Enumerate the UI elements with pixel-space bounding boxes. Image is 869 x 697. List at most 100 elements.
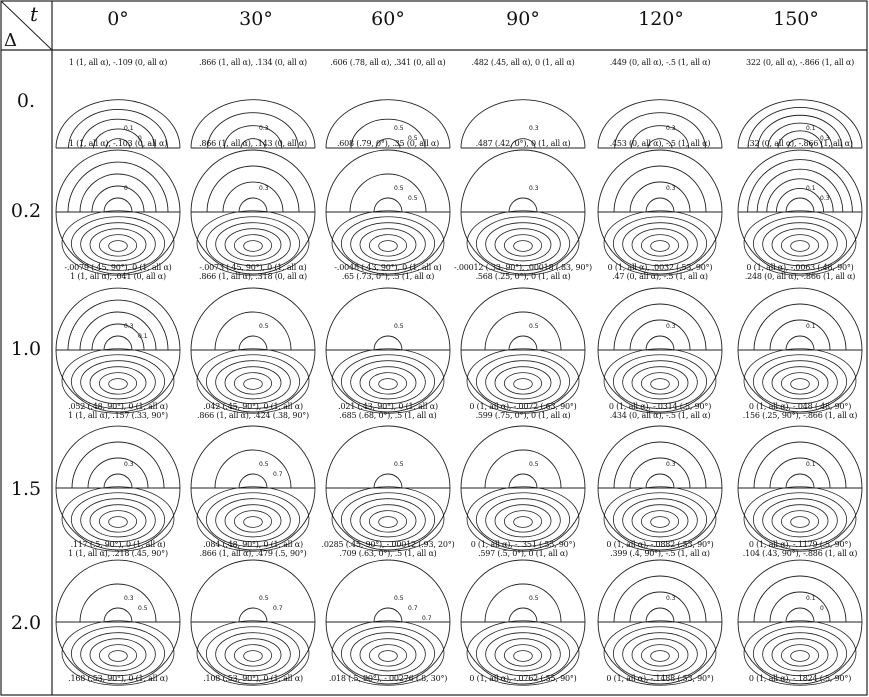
caption-r2-c2-line-1: .65 (.73, 0°), .5 (1, all α) [341,272,435,281]
cell-r3-c1-arc-1 [214,449,292,489]
cell-r3-c5-loop-3 [771,504,829,538]
caption-r5-c1: .108 (.53, 90°), 0 (1, all α) [184,674,322,683]
cell-r1-c3-loop-3 [494,228,552,262]
cell-r1-c1-loop-5 [243,240,263,252]
cell-r1-c0-arc-2 [79,173,157,213]
cell-r1-c5-loop-4 [780,234,820,257]
cell-r3-c0-arc-2 [87,457,149,489]
cell-r4-c4-loop-1 [612,626,708,681]
cell-r1-c5-loop-5 [790,240,810,252]
col-header-60-text: 60° [371,8,405,30]
cell-r3-c0-loop-2 [80,498,156,543]
cell-r4-c2-arc-1 [373,607,403,623]
cell-r1-c0-loop-0 [61,210,175,276]
cell-r2-c1-loop-5 [243,378,263,390]
cell-r4-c4-loop-5 [650,650,670,662]
caption-r0-c4: .449 (0, all α), -.5 (1, all α) [591,58,729,67]
cell-r4-c4-contour-label-0: 0.3 [666,595,676,602]
cell-r1-c3-loop-5 [513,240,533,252]
cell-r3-c5-loop-5 [790,516,810,528]
cell-r4-c2-loop-3 [359,638,417,672]
row-header-0-2: 0.2 [0,200,52,222]
cell-r3-c3-arc-2 [508,473,538,489]
cell-r2-c1-loop-3 [224,366,282,400]
cell-r2-c2-loop-0 [331,348,445,414]
caption-r4-c0-line-1: 1 (1, all α), .218 (.45, 90°) [68,549,168,558]
caption-r4-c1-line-0: .084 (.48, 90°), 0 (1, all α) [203,540,303,549]
cell-r1-c5-loop-0 [743,210,857,276]
cell-r0-c4-arc-1 [614,112,706,149]
cell-r4-c1-contour-label-0: 0.5 [259,595,269,602]
row-header-0-2-text: 0.2 [10,200,42,222]
cell-r3-c4-loop-0 [603,486,717,552]
cell-r3-c1-contour-label-1: 0.7 [273,471,283,478]
caption-r2-c4-line-0: 0 (1, all α), .0032 (.53, 90°) [607,263,713,272]
caption-r1-c0: 1 (1, all α), -.103 (0, all α) [49,139,187,148]
cell-r2-c3-loop-3 [494,366,552,400]
cell-r0-c0-arc-0 [55,99,181,149]
cell-r1-c1-arc-3 [238,197,268,213]
cell-r2-c0-contour-label-0: 0.3 [124,323,134,330]
cell-r1-c5-arc-0 [737,149,863,213]
caption-r1-c2: .608 (.79, 0°), .35 (0, all α) [319,139,457,148]
cell-r2-c2-loop-4 [368,372,408,395]
caption-r1-c0-line-0: 1 (1, all α), -.103 (0, all α) [68,139,168,148]
col-header-30: 30° [198,8,314,30]
cell-r0-c5-arc-4 [777,130,823,149]
cell-r3-c5-contour-label-0: 0.1 [806,461,816,468]
cell-r1-c2-loop-0 [331,210,445,276]
caption-r3-c2-line-0: .021 (.43, 90°), 0 (1, all α) [338,402,438,411]
cell-r4-c5-loop-3 [771,638,829,672]
cell-r4-c5-arc-0 [737,559,863,623]
cell-r3-c4-loop-4 [640,510,680,533]
caption-r3-c1-line-0: .042 (.45, 90°), 0 (1, all α) [203,402,303,411]
col-header-60: 60° [330,8,446,30]
cell-r3-c2-loop-5 [378,516,398,528]
cell-r4-c2-contour-label-0: 0.5 [394,595,404,602]
cell-r2-c1-loop-1 [205,354,301,409]
cell-r2-c2-loop-5 [378,378,398,390]
cell-r1-c3-arc-1 [508,197,538,213]
cell-r0-c5-arc-2 [757,114,843,149]
cell-r4-c1-arc-0 [190,559,316,623]
cell-r1-c5-arc-4 [775,188,825,213]
caption-r5-c2-line-0: .018 (.5, 90°), -.00276 (.8, 30°) [328,674,448,683]
cell-r3-c3-arc-0 [460,425,586,489]
cell-r3-c1-arc-2 [238,473,268,489]
cell-r3-c4-loop-1 [612,492,708,547]
caption-r3-c2-line-1: .685 (.68, 0°), .5 (1, all α) [339,411,437,420]
col-header-30-text: 30° [239,8,273,30]
cell-r3-c1-contour-label-0: 0.5 [259,461,269,468]
corner-delta-label: Δ [4,30,17,51]
caption-r0-c2: .606 (.78, all α), .341 (0, all α) [319,58,457,67]
cell-r2-c2-loop-1 [340,354,436,409]
col-header-90-text: 90° [506,8,540,30]
cell-r3-c4-contour-label-0: 0.3 [666,461,676,468]
cell-r2-c4-loop-1 [612,354,708,409]
cell-r3-c2-arc-1 [373,473,403,489]
cell-r1-c5-loop-2 [762,222,838,267]
cell-r3-c3-loop-0 [466,486,580,552]
caption-r3-c1: .042 (.45, 90°), 0 (1, all α).866 (1, al… [184,402,322,420]
cell-r2-c0-arc-0 [55,287,181,351]
cell-r1-c5-arc-3 [766,178,834,213]
caption-r2-c0-line-0: -.0079 (.45, 90°), 0 (1, all α) [64,263,172,272]
cell-r2-c3-contour-label-0: 0.5 [529,323,539,330]
caption-r0-c1-line-0: .866 (1, all α), .134 (0, all α) [199,58,307,67]
cell-r1-c4-loop-5 [650,240,670,252]
cell-r2-c4-arc-3 [645,335,675,351]
cell-r1-c1-arc-2 [222,181,284,213]
cell-r1-c4-loop-4 [640,234,680,257]
cell-r3-c4-arc-0 [597,425,723,489]
cell-r0-c4-contour-label-0: 0.3 [666,125,676,132]
caption-r3-c4: 0 (1, all α), -.0314 (.5, 90°).434 (0, a… [591,402,729,420]
cell-r0-c5-contour-label-1: 0.3 [820,135,830,142]
caption-r2-c3: -.00012 (.33, 90°), .00018 (.83, 90°).56… [454,263,592,281]
cell-r4-c3-loop-3 [494,638,552,672]
cell-r0-c1-arc-3 [240,138,266,149]
cell-r1-c1-arc-1 [206,165,300,213]
cell-r0-c1-contour-label-0: 0.3 [259,125,269,132]
caption-r2-c0-line-1: 1 (1, all α), .041 (0, all α) [70,272,166,281]
cell-r1-c1-arc-0 [190,149,316,213]
cell-r3-c5-arc-3 [785,473,815,489]
